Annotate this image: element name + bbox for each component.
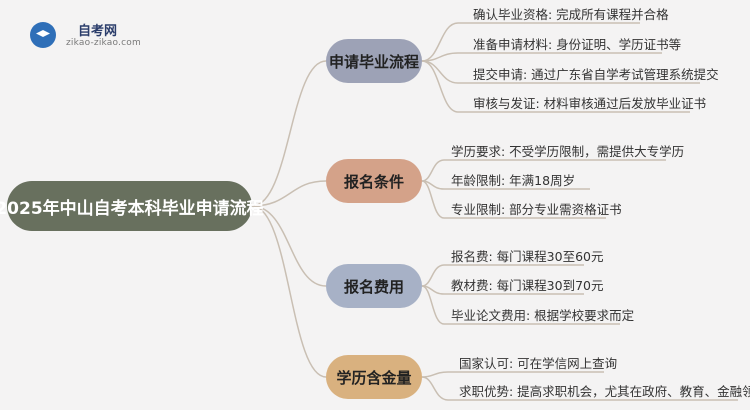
leaf-career-advantage: 求职优势: 提高求职机会，尤其在政府、教育、金融领域 [459,384,750,399]
leaf-national-recognition: 国家认可: 可在学信网上查询 [459,356,618,371]
leaf-confirm-eligibility: 确认毕业资格: 完成所有课程并合格 [473,7,669,22]
connector-root-b4 [251,205,327,378]
connector-b4-leaf [421,376,738,401]
connector-b1-leaf [421,60,690,113]
leaf-education-requirement: 学历要求: 不受学历限制，需提供大专学历 [451,144,685,159]
branch-degree-value: 学历含金量 [326,355,422,399]
leaf-prepare-materials: 准备申请材料: 身份证明、学历证书等 [473,37,682,52]
leaf-review-certificate: 审核与发证: 材料审核通过后发放毕业证书 [473,96,707,111]
connector-b2-leaf [421,159,666,182]
connector-b3-leaf [421,264,584,287]
logo-title: 自考网 [78,24,118,39]
leaf-registration-fee: 报名费: 每门课程30至60元 [451,249,604,264]
leaf-textbook-fee: 教材费: 每门课程30到70元 [451,278,604,293]
root-node: 2025年中山自考本科毕业申请流程 [0,181,264,231]
connector-b4-leaf [421,371,604,378]
branch-registration-requirements: 报名条件 [326,159,422,203]
leaf-major-restriction: 专业限制: 部分专业需资格证书 [451,202,622,217]
connector-root-b3 [251,205,327,287]
logo-url: zikao-zikao.com [66,38,141,48]
branch-registration-fees: 报名费用 [326,264,422,308]
leaf-age-limit: 年龄限制: 年满18周岁 [451,173,576,188]
graduation-cap-icon [30,22,56,48]
leaf-thesis-fee: 毕业论文费用: 根据学校要求而定 [451,308,635,323]
leaf-submit-application: 提交申请: 通过广东省自学考试管理系统提交 [473,67,719,82]
branch-graduation-process: 申请毕业流程 [326,39,422,83]
connector-b1-leaf [421,22,640,62]
connector-b2-leaf [421,180,606,219]
connector-root-b2 [251,180,327,207]
connector-b3-leaf [421,285,620,325]
connector-root-b1 [251,60,327,207]
connector-b1-leaf [421,52,662,62]
